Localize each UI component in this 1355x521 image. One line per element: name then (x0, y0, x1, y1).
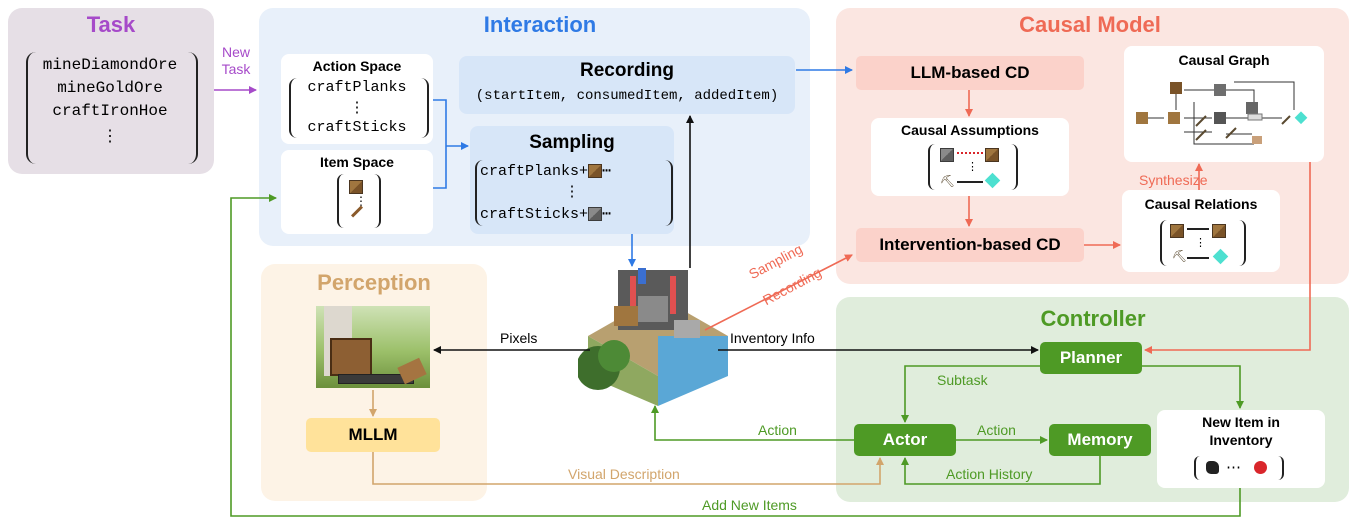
task-item: ⋮ (102, 128, 118, 146)
pickaxe-icon: ⛏ (1172, 249, 1188, 263)
item-space-title: Item Space (320, 154, 394, 170)
recording-title: Recording (580, 60, 674, 81)
action-history-arrow (901, 456, 1101, 485)
wood-icon (1170, 222, 1184, 240)
apple-icon (1254, 461, 1267, 474)
new-task-label: New Task (221, 44, 251, 77)
controller-title: Controller (1040, 306, 1146, 331)
task-matrix (26, 52, 198, 164)
graph-to-planner-arrow (1144, 162, 1311, 354)
synthesize-label: Synthesize (1139, 172, 1208, 188)
action-space-item: craftSticks (307, 119, 407, 136)
coal-icon (1206, 461, 1219, 474)
new-item-bracket (1194, 456, 1284, 480)
action-space-item: craftPlanks (307, 79, 407, 96)
planner-box: Planner (1040, 342, 1142, 374)
visual-description-arrow (372, 452, 884, 485)
vertical-ellipsis: ⋮ (967, 161, 978, 173)
item-space-bracket (337, 174, 381, 228)
vertical-ellipsis: ⋮ (1195, 237, 1206, 249)
task-title: Task (86, 12, 136, 37)
perception-title: Perception (317, 270, 431, 295)
causal-assumptions-title: Causal Assumptions (901, 122, 1039, 138)
recording-card (459, 56, 795, 114)
minecraft-world-icon (578, 268, 728, 406)
sampling-bracket (475, 160, 673, 226)
inventory-info-label: Inventory Info (730, 330, 815, 346)
actor-to-env-arrow (651, 405, 854, 441)
action-history-label: Action History (946, 466, 1033, 482)
planner-to-newitem-arrow (1142, 365, 1244, 409)
llm-based-cd-box: LLM-based CD (856, 56, 1084, 90)
causal-model-title: Causal Model (1019, 12, 1161, 37)
task-item: mineDiamondOre (42, 56, 178, 74)
interaction-title: Interaction (483, 12, 597, 37)
memory-box: Memory (1049, 424, 1151, 456)
visual-description-label: Visual Description (568, 466, 680, 482)
recording-tuple: (startItem, consumedItem, addedItem) (475, 88, 779, 104)
env-to-intervention-arrow (704, 254, 853, 331)
dotted-arrow (957, 152, 983, 154)
wood-icon (985, 146, 999, 164)
sampling-title: Sampling (529, 132, 615, 153)
new-item-card (1157, 410, 1325, 488)
wood-icon (1212, 222, 1226, 240)
log-icon (588, 164, 603, 179)
new-item-ellipsis: ⋯ (1226, 459, 1241, 476)
solid-arrow (1187, 257, 1209, 259)
sampling-row: ⋮ (564, 184, 580, 201)
causal-relations-title: Causal Relations (1144, 196, 1258, 212)
sampling-row: craftSticks+⋯ (480, 206, 612, 223)
actor-box: Actor (854, 424, 956, 456)
task-panel (8, 8, 214, 174)
stone-icon (940, 146, 954, 164)
solid-arrow (957, 181, 983, 183)
task-item: mineGoldOre (57, 79, 163, 97)
game-screenshot (316, 306, 430, 388)
spaces-to-sampling-arrow (433, 99, 468, 189)
task-item: craftIronHoe (52, 102, 168, 120)
action-env-label: Action (758, 422, 797, 438)
action-space-item: ⋮ (349, 100, 365, 117)
sampling-card (470, 126, 674, 234)
causal-graph-figure (1136, 81, 1308, 145)
causal-relations-bracket (1160, 220, 1246, 266)
action-memory-label: Action (977, 422, 1016, 438)
causal-graph-card (1124, 46, 1324, 162)
add-new-items-label: Add New Items (702, 497, 797, 513)
subtask-label: Subtask (937, 372, 988, 388)
mllm-box: MLLM (306, 418, 440, 452)
action-space-card (281, 54, 433, 144)
action-space-bracket (289, 78, 429, 138)
vertical-ellipsis: ⋮ (355, 194, 367, 208)
stone-icon (588, 207, 603, 222)
pickaxe-icon: ⛏ (940, 174, 956, 188)
sampling-row: craftPlanks+⋯ (480, 163, 612, 180)
action-space-title: Action Space (312, 58, 402, 74)
add-new-items-arrow (230, 194, 1241, 517)
log-icon (349, 178, 363, 196)
new-item-title: New Item in Inventory (1202, 414, 1280, 448)
causal-assumptions-bracket (928, 144, 1018, 190)
causal-assumptions-card (871, 118, 1069, 196)
causal-graph-title: Causal Graph (1178, 52, 1270, 68)
solid-arrow (1187, 228, 1209, 230)
subtask-arrow (901, 365, 1040, 423)
pixels-label: Pixels (500, 330, 538, 346)
intervention-based-cd-box: Intervention-based CD (856, 228, 1084, 262)
